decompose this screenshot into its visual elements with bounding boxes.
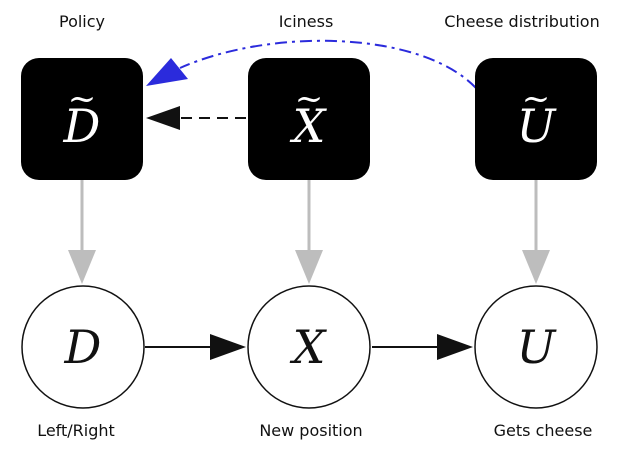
blue-arrowhead — [146, 58, 188, 86]
mechanism-node-cheese-distribution: ~ U — [475, 58, 597, 180]
object-node-gets-cheese: U — [474, 285, 598, 409]
blue-edge-cheese-distribution-to-policy — [146, 39, 477, 89]
blue-curve — [179, 39, 477, 89]
arrowhead-iciness-to-new-position — [295, 250, 323, 284]
dashed-arrowhead — [146, 106, 180, 130]
label-cheese-distribution: Cheese distribution — [444, 12, 599, 31]
iciness-tilde: ~ — [295, 79, 324, 119]
iciness-symbol: X — [290, 99, 328, 153]
left-right-node-circle — [21, 285, 145, 409]
policy-node-box — [21, 58, 143, 180]
iciness-node-box — [248, 58, 370, 180]
arrowhead-left-right-to-new-position — [210, 334, 246, 360]
arrowhead-policy-to-left-right — [68, 250, 96, 284]
cheese-distribution-symbol: U — [517, 99, 558, 153]
label-new-position: New position — [259, 421, 362, 440]
left-right-symbol: D — [64, 320, 102, 374]
mechanism-node-policy: ~ D — [21, 58, 143, 180]
gets-cheese-node-circle — [474, 285, 598, 409]
policy-tilde: ~ — [68, 79, 97, 119]
cheese-distribution-node-box — [475, 58, 597, 180]
label-iciness: Iciness — [279, 12, 334, 31]
mechanism-edges — [68, 180, 550, 284]
dashed-edge-iciness-to-policy — [146, 106, 246, 130]
object-node-new-position: X — [247, 285, 371, 409]
arrowhead-cheese-distribution-to-gets-cheese — [522, 250, 550, 284]
new-position-node-circle — [247, 285, 371, 409]
arrowhead-new-position-to-gets-cheese — [437, 334, 473, 360]
label-policy: Policy — [59, 12, 105, 31]
label-gets-cheese: Gets cheese — [494, 421, 593, 440]
label-left-right: Left/Right — [37, 421, 115, 440]
gets-cheese-symbol: U — [517, 320, 558, 374]
new-position-symbol: X — [290, 320, 328, 374]
policy-symbol: D — [63, 99, 101, 153]
cheese-distribution-tilde: ~ — [522, 79, 551, 119]
object-edges — [145, 334, 473, 360]
object-node-left-right: D — [21, 285, 145, 409]
mechanism-node-iciness: ~ X — [248, 58, 370, 180]
